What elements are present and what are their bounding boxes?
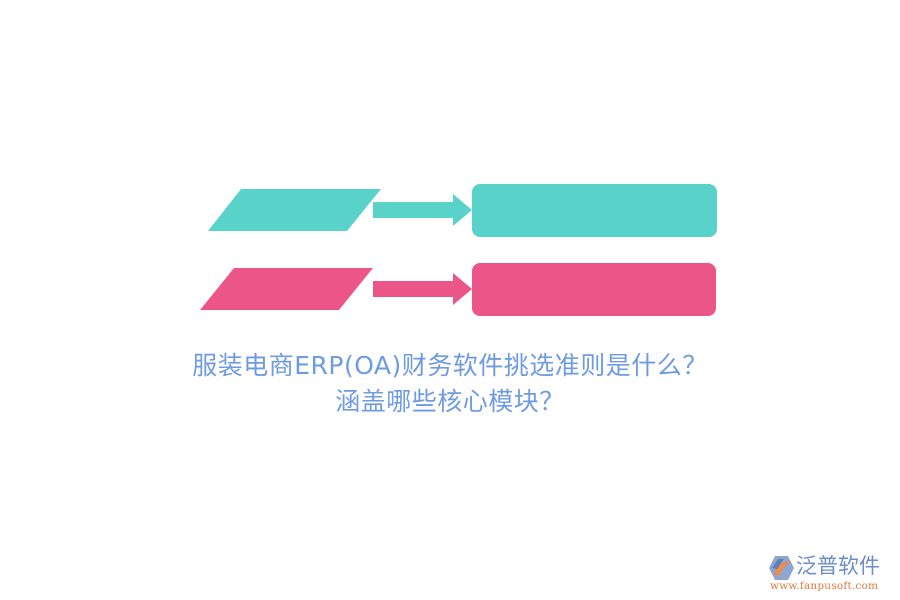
logo-url: www.fanpusoft.com xyxy=(770,580,879,592)
fanpu-logo-icon xyxy=(769,556,794,580)
page-title-line-2: 涵盖哪些核心模块？ xyxy=(335,387,565,416)
fanpu-logo: 泛普软件 www.fanpusoft.com xyxy=(768,552,893,592)
page-title-line-1: 服装电商ERP(OA)财务软件挑选准则是什么？ xyxy=(192,351,708,380)
logo-brand-name: 泛普软件 xyxy=(796,554,880,578)
teal-output-box xyxy=(472,184,717,237)
pink-output-box xyxy=(472,263,716,316)
